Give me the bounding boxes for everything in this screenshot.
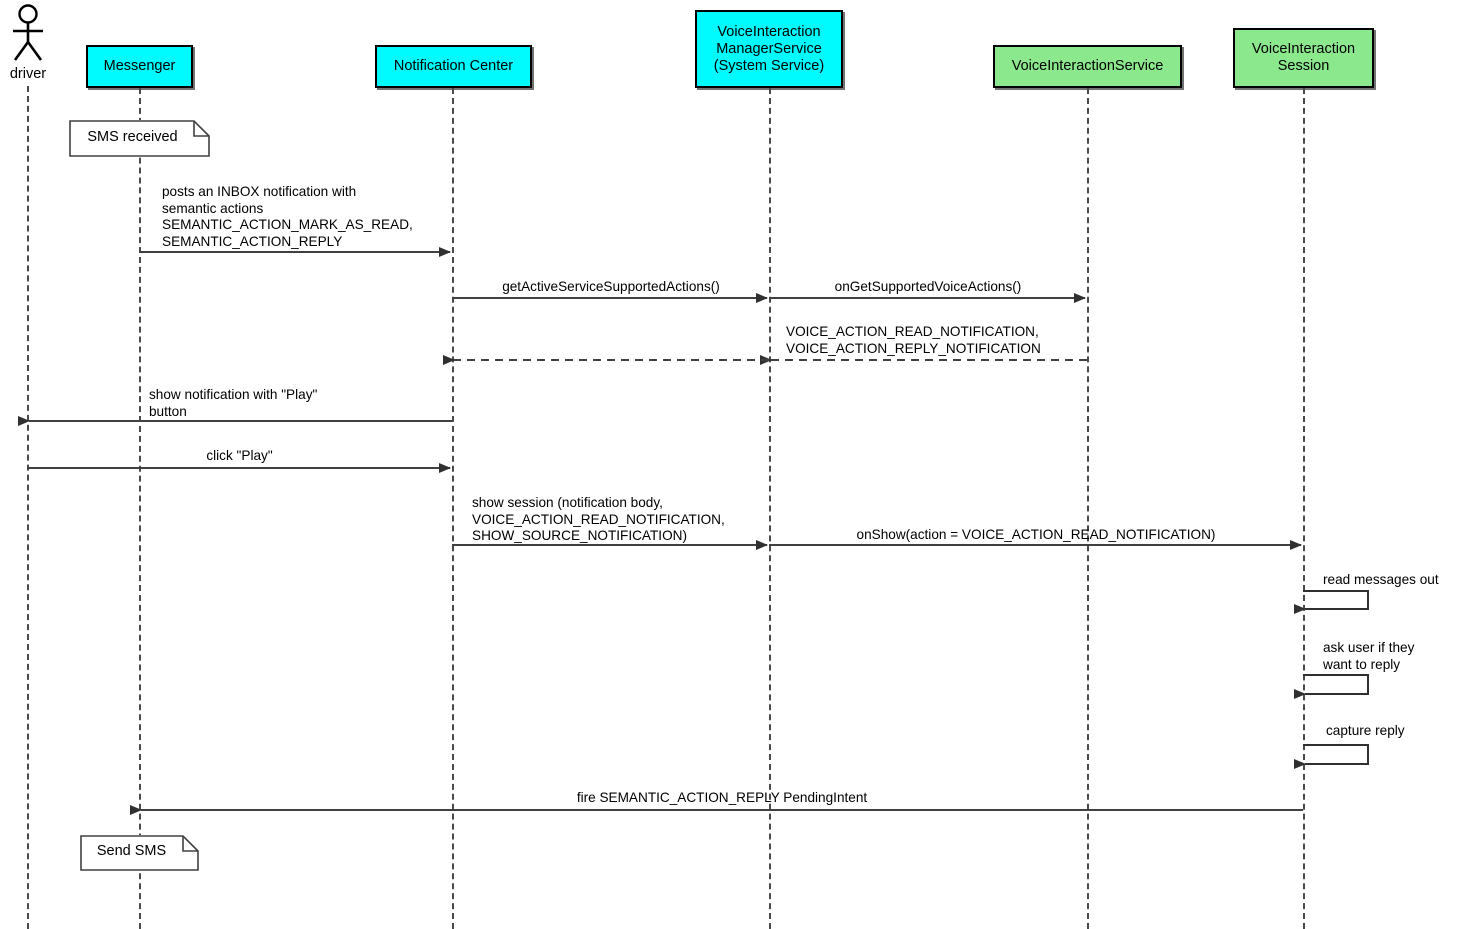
lifeline-voice-interaction-manager-service (769, 88, 771, 929)
participant-voice-interaction-session-label: VoiceInteraction Session (1251, 41, 1356, 74)
note-send-sms: Send SMS (80, 835, 199, 871)
msg-show-notification-with-play-label: show notification with "Play" button (149, 387, 318, 419)
lifeline-notification-center (452, 88, 454, 929)
participant-voice-interaction-session[interactable]: VoiceInteraction Session (1233, 28, 1374, 88)
participant-voice-interaction-manager-service-label: VoiceInteraction ManagerService (System … (713, 23, 825, 74)
self-capture-reply-label: capture reply (1326, 723, 1405, 738)
msg-post-inbox-notification-label: posts an INBOX notification with semanti… (162, 184, 413, 249)
msg-click-play-label: click "Play" (206, 448, 273, 463)
note-shape (80, 835, 199, 871)
participant-messenger-label: Messenger (103, 58, 176, 74)
msg-show-session-label: show session (notification body, VOICE_A… (472, 495, 725, 543)
self-capture-reply-line (1294, 744, 1369, 769)
msg-on-show-label: onShow(action = VOICE_ACTION_READ_NOTIFI… (856, 527, 1216, 542)
msg-return-voice-actions-to-vims-label: VOICE_ACTION_READ_NOTIFICATION, VOICE_AC… (786, 324, 1041, 356)
participant-voice-interaction-manager-service[interactable]: VoiceInteraction ManagerService (System … (695, 10, 843, 88)
msg-fire-semantic-action-reply-label: fire SEMANTIC_ACTION_REPLY PendingIntent (576, 790, 868, 805)
participant-voice-interaction-service-label: VoiceInteractionService (1011, 58, 1164, 74)
lifeline-driver (27, 86, 29, 929)
note-sms-received-text: SMS received (87, 129, 178, 145)
self-ask-user-reply-line (1294, 674, 1369, 699)
participant-notification-center[interactable]: Notification Center (375, 45, 532, 88)
participant-notification-center-label: Notification Center (393, 58, 514, 74)
actor-driver-label: driver (9, 66, 47, 82)
note-sms-received: SMS received (69, 120, 210, 157)
self-read-messages-out-label: read messages out (1323, 572, 1439, 587)
lifeline-voice-interaction-session (1303, 88, 1305, 929)
note-send-sms-text: Send SMS (96, 843, 167, 859)
self-ask-user-reply-label: ask user if they want to reply (1323, 640, 1415, 672)
participant-messenger[interactable]: Messenger (86, 45, 193, 88)
stick-figure-actor-icon (13, 4, 43, 61)
lifeline-voice-interaction-service (1087, 88, 1089, 929)
msg-on-get-supported-voice-actions-label: onGetSupportedVoiceActions() (834, 279, 1022, 294)
participant-voice-interaction-service[interactable]: VoiceInteractionService (993, 45, 1182, 88)
lifeline-messenger (139, 88, 141, 929)
msg-get-active-service-supported-actions-label: getActiveServiceSupportedActions() (502, 279, 720, 294)
self-read-messages-out-line (1294, 590, 1369, 614)
actor-driver (4, 4, 52, 64)
note-shape (69, 120, 210, 157)
